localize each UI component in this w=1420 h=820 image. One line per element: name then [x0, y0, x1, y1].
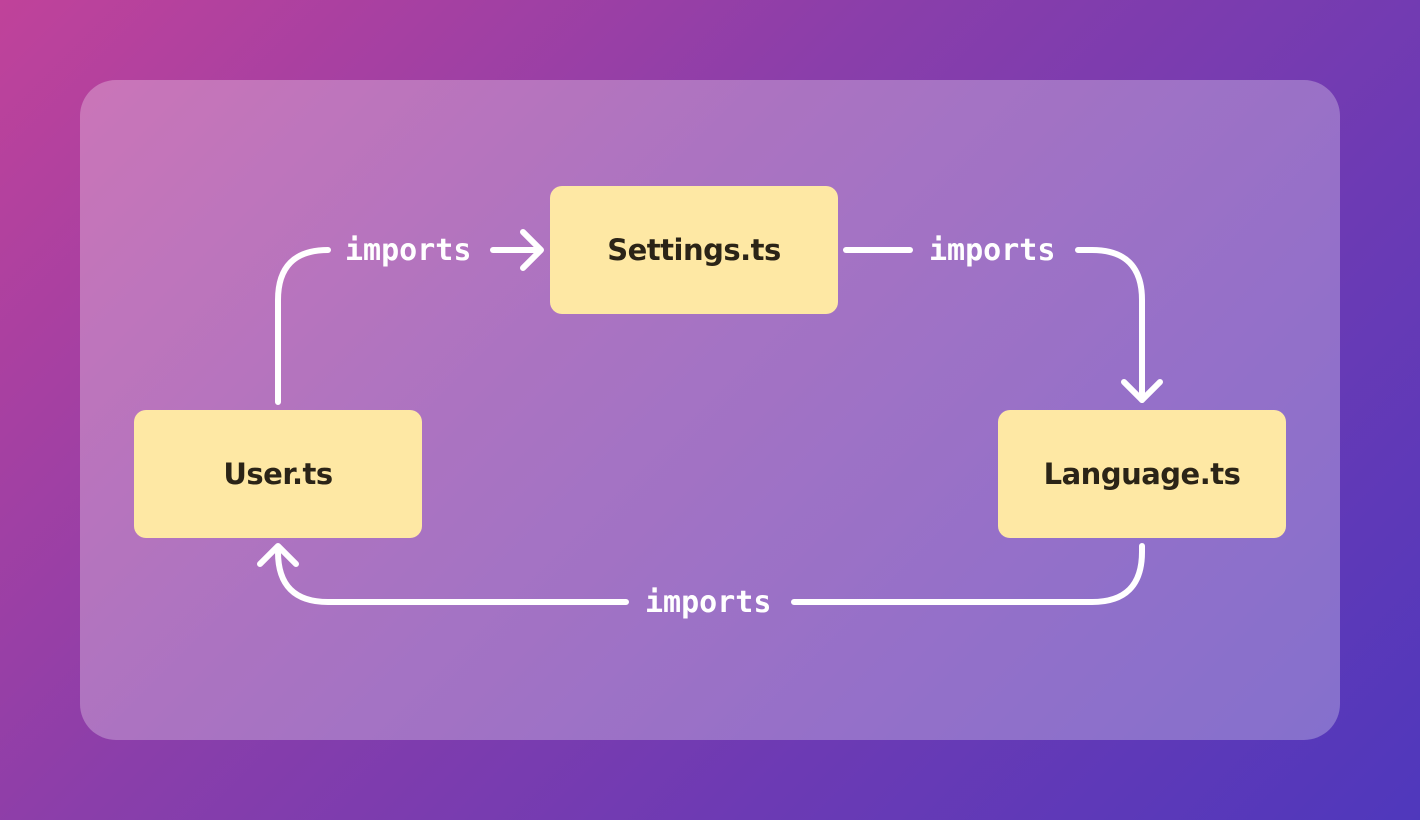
edge-settings-to-language-tail [1075, 247, 1145, 403]
edge-label-language-to-user: imports [645, 585, 772, 620]
arrowhead-to-settings [520, 229, 544, 271]
edge-language-to-user-tail [275, 545, 629, 605]
node-settings-label: Settings.ts [607, 233, 781, 267]
node-user-label: User.ts [223, 457, 333, 491]
node-settings: Settings.ts [550, 186, 838, 314]
edge-label-settings-to-language: imports [929, 233, 1056, 268]
node-user: User.ts [134, 410, 422, 538]
edge-user-to-settings [275, 247, 331, 405]
arrowhead-to-language [1121, 379, 1163, 403]
node-language-label: Language.ts [1043, 457, 1241, 491]
node-language: Language.ts [998, 410, 1286, 538]
edge-language-to-user [791, 543, 1145, 605]
arrowhead-to-user [257, 543, 299, 567]
edge-label-user-to-settings: imports [345, 233, 472, 268]
